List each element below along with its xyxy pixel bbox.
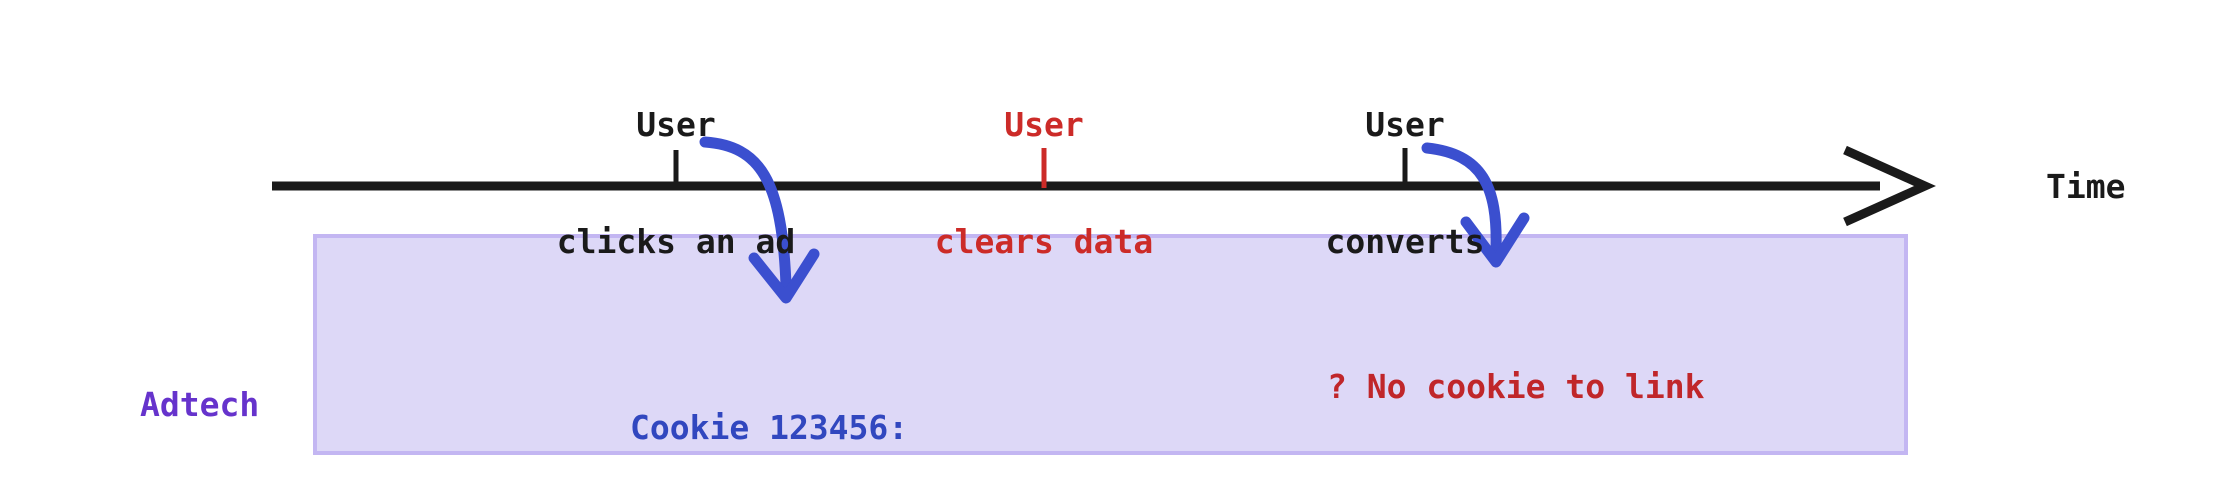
- time-axis-caption: Time: [2046, 167, 2126, 206]
- no-conversion-note: ? No cookie to link this conversion to ⇒…: [1327, 278, 1705, 498]
- curved-down-arrow-icon-1: [699, 136, 792, 291]
- curved-down-arrow-head-1: [748, 248, 820, 304]
- event-label-user-converts: User converts: [1288, 28, 1522, 340]
- event-label-line1: User: [1004, 104, 1084, 144]
- curved-down-arrow-head-2: [1460, 212, 1530, 268]
- event-label-user-clicks-ad: User clicks an ad: [541, 28, 811, 340]
- no-conversion-note-line1: ? No cookie to link: [1327, 367, 1705, 407]
- cookie-note-line1: Cookie 123456:: [630, 407, 909, 447]
- adtech-server-label-line1: Adtech: [140, 384, 260, 424]
- event-label-line1: User: [636, 104, 716, 144]
- cookie-click-note: Cookie 123456: Ad clicked: [630, 318, 908, 498]
- arrow-right-icon: [1843, 145, 1936, 227]
- event-label-line2: converts: [1325, 221, 1485, 261]
- event-label-line1: User: [1365, 104, 1445, 144]
- curved-down-arrow-icon-2: [1421, 142, 1502, 256]
- event-label-line2: clears data: [934, 221, 1154, 261]
- adtech-server-label: Adtech server: [140, 298, 259, 498]
- event-label-user-clears-data: User clears data: [916, 28, 1172, 340]
- event-label-line2: clicks an ad: [556, 221, 796, 261]
- adtech-server-panel: [313, 234, 1908, 455]
